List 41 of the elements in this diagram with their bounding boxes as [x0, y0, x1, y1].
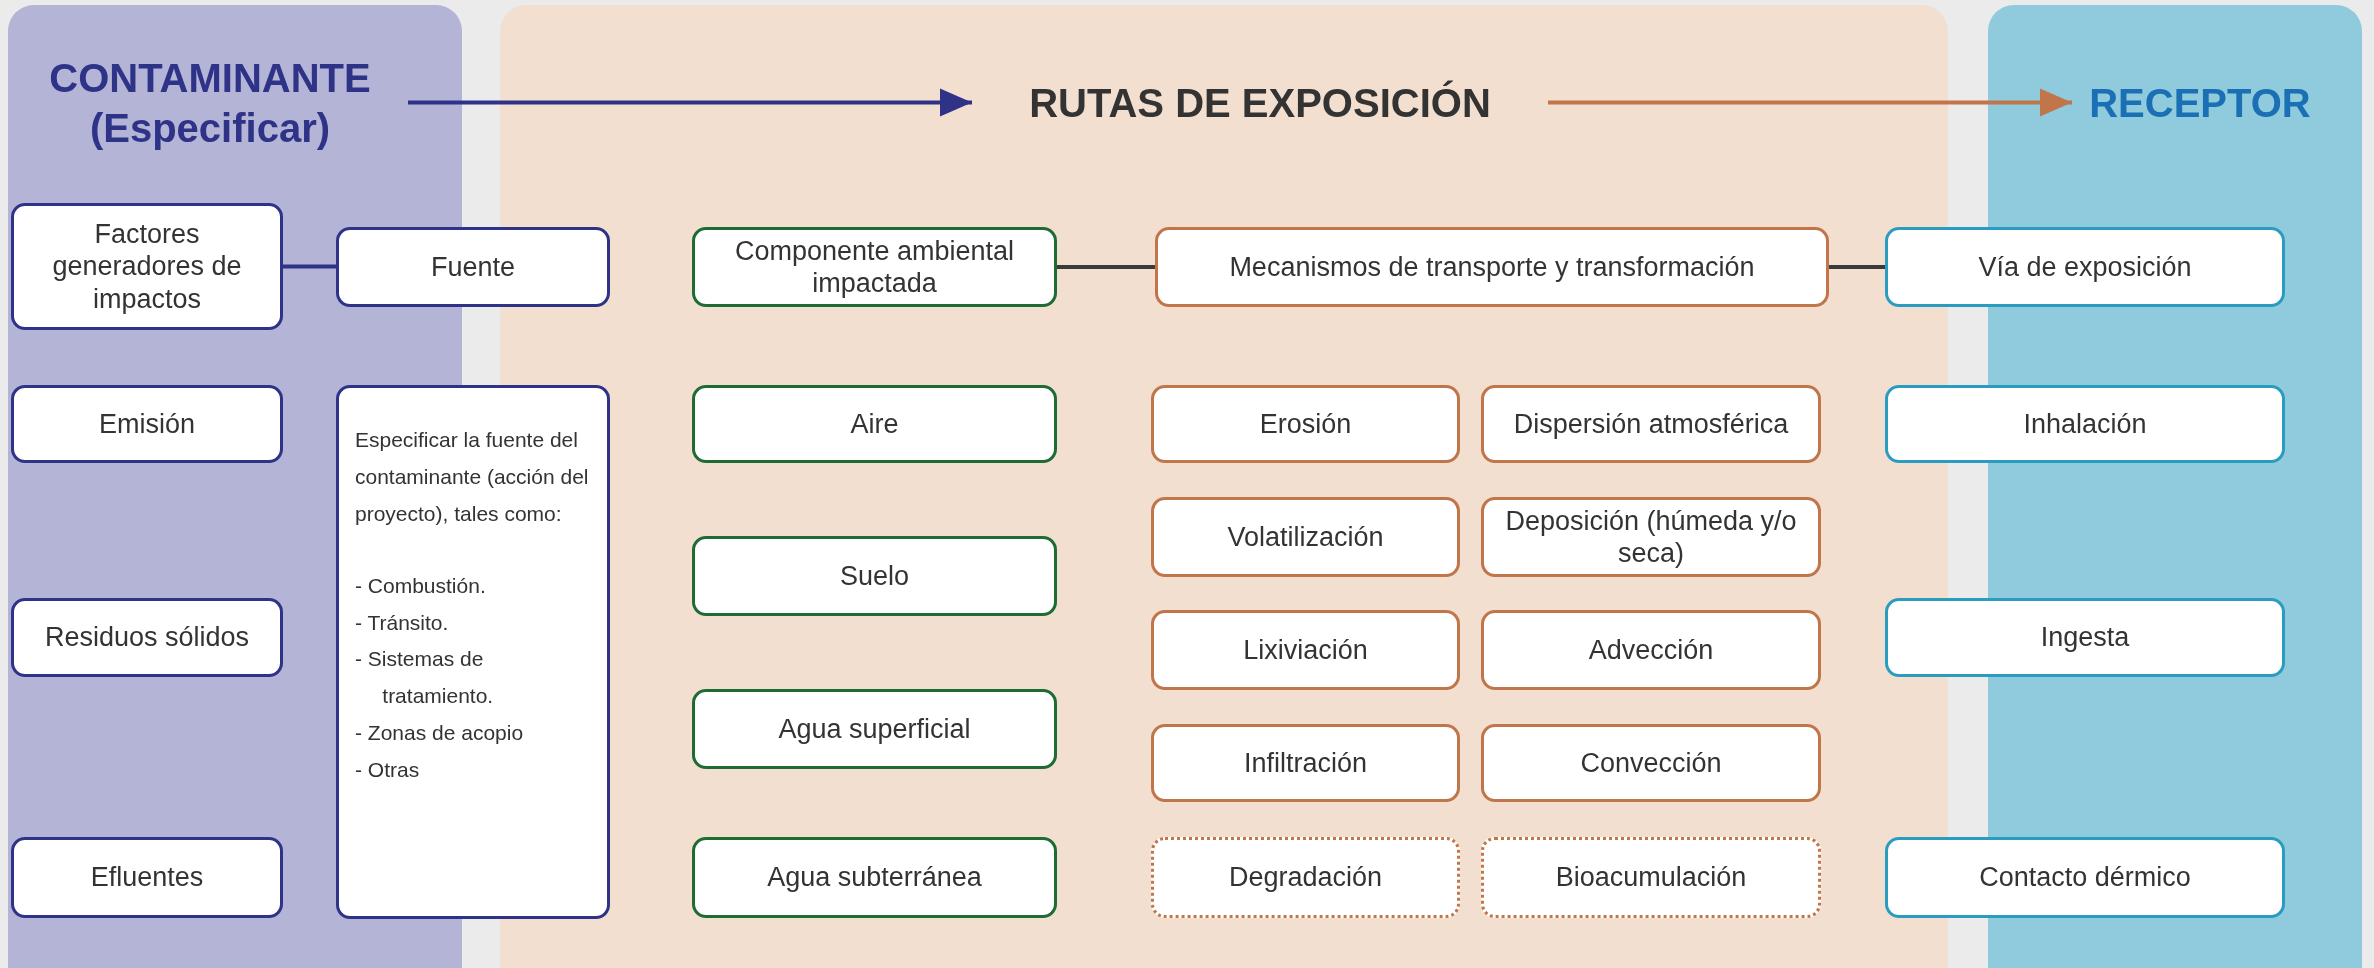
- contaminant-box: Emisión: [11, 385, 283, 463]
- contaminant-box: [336, 385, 610, 919]
- mechanism-box: Deposición (húmeda y/o seca): [1481, 497, 1821, 577]
- mechanism-box: Degradación: [1151, 837, 1460, 918]
- arrow: [1548, 88, 2072, 117]
- connector-line: [1057, 265, 1155, 269]
- mechanism-box: Advección: [1481, 610, 1821, 690]
- section-heading: CONTAMINANTE: [49, 54, 371, 102]
- receptor-box: Contacto dérmico: [1885, 837, 2285, 918]
- contaminant-box: Residuos sólidos: [11, 598, 283, 677]
- section-heading: (Especificar): [89, 104, 331, 152]
- contaminant-box: Factores generadores de impactos: [11, 203, 283, 330]
- receptor-box: Ingesta: [1885, 598, 2285, 677]
- connector-line: [283, 264, 336, 269]
- component-box: Aire: [692, 385, 1057, 463]
- component-box: Agua superficial: [692, 689, 1057, 769]
- component-box: Suelo: [692, 536, 1057, 616]
- mechanism-box: Erosión: [1151, 385, 1460, 463]
- list-item: - Sistemas de tratamiento.: [355, 646, 495, 710]
- list-item: - Otras: [355, 756, 421, 783]
- description-text: Especificar la fuente del contaminante (acción del proyecto), tales como:: [355, 427, 590, 527]
- mechanism-box: Lixiviación: [1151, 610, 1460, 690]
- mechanism-box: Volatilización: [1151, 497, 1460, 577]
- contaminant-box: Fuente: [336, 227, 610, 307]
- component-box: Agua subterránea: [692, 837, 1057, 918]
- mechanism-box: Convección: [1481, 724, 1821, 802]
- connector-line: [1829, 265, 1885, 269]
- contaminant-box: Efluentes: [11, 837, 283, 918]
- list-item: - Tránsito.: [355, 609, 450, 636]
- component-box: Componente ambiental impactada: [692, 227, 1057, 307]
- section-heading: RUTAS DE EXPOSICIÓN: [990, 70, 1530, 135]
- mechanism-box: Dispersión atmosférica: [1481, 385, 1821, 463]
- mechanism-box: Bioacumulación: [1481, 837, 1821, 918]
- mechanism-box: Mecanismos de transporte y transformación: [1155, 227, 1829, 307]
- list-item: - Zonas de acopio: [355, 719, 525, 746]
- mechanism-box: Infiltración: [1151, 724, 1460, 802]
- section-heading: RECEPTOR: [2090, 70, 2310, 135]
- receptor-box: Vía de exposición: [1885, 227, 2285, 307]
- arrow: [408, 88, 972, 117]
- list-item: - Combustión.: [355, 572, 487, 599]
- receptor-box: Inhalación: [1885, 385, 2285, 463]
